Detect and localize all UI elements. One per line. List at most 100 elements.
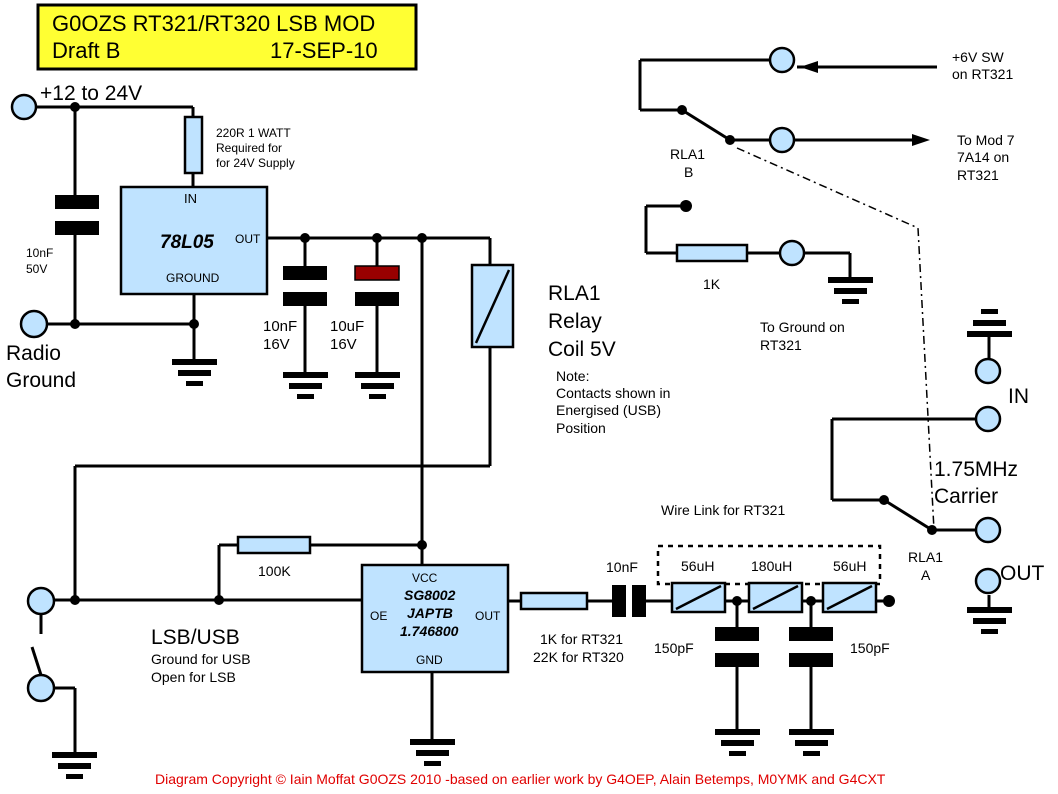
terminal-mod7 <box>768 126 796 154</box>
terminal-out <box>974 516 1002 544</box>
resistor-100k <box>236 535 312 555</box>
mod-label-3: RT321 <box>957 167 999 183</box>
note-line-3: Energised (USB) <box>556 402 661 418</box>
sw-6v-label-1: +6V SW <box>952 49 1005 65</box>
title-box <box>36 3 418 71</box>
osc-line-1: SG8002 <box>404 587 456 603</box>
supply-wiring <box>34 105 196 360</box>
switch-terminal-top <box>26 586 56 616</box>
mod-label-2: 7A14 on <box>957 149 1009 165</box>
inductor-56uh-2 <box>821 581 878 614</box>
ground-symbol <box>52 752 97 779</box>
regulator-out-label: OUT <box>235 232 261 246</box>
gnd-rt-label-2: RT321 <box>760 337 802 353</box>
arrow-left-icon <box>800 61 818 73</box>
capacitor-10uf-16v <box>354 265 400 306</box>
relay-label-3: Coil 5V <box>548 338 616 361</box>
sw-6v-label-2: on RT321 <box>952 66 1013 82</box>
out-label: OUT <box>1000 562 1045 585</box>
carrier-label-1: 1.75MHz <box>934 458 1018 481</box>
resistor-220-label: 220R 1 WATT <box>216 126 291 140</box>
cap-150pf-label-b: 150pF <box>850 640 890 656</box>
oscillator-sg8002 <box>360 563 510 674</box>
rla1b-label-2: B <box>684 164 693 180</box>
lsb-usb-note-1: Ground for USB <box>151 651 251 667</box>
req-label-2: for 24V Supply <box>216 156 295 170</box>
resistor-1k-label: 1K <box>703 276 721 292</box>
rla1b-label-1: RLA1 <box>670 146 705 162</box>
copyright-text: Diagram Copyright © Iain Moffat G0OZS 20… <box>155 771 886 787</box>
ground-symbol <box>410 739 455 766</box>
title-line1: G0OZS RT321/RT320 LSB MOD <box>52 11 375 36</box>
regulator-in-label: IN <box>184 191 197 206</box>
ground-symbol <box>828 277 873 304</box>
inductor-2-label: 180uH <box>751 558 792 574</box>
cap-10nf-50v-label-a: 10nF <box>26 246 53 260</box>
regulator-78l05 <box>119 185 269 296</box>
resistor-1k <box>675 243 749 263</box>
cap-150pf-label-a: 150pF <box>654 640 694 656</box>
in-label: IN <box>1008 385 1029 408</box>
ground-symbol <box>283 372 328 399</box>
gnd-rt-label-1: To Ground on <box>760 319 845 335</box>
capacitor-10nf-16v <box>283 266 327 306</box>
ground-symbol <box>355 372 400 399</box>
osc-line-3: 1.746800 <box>400 623 459 639</box>
resistor-220r <box>183 115 204 175</box>
capacitor-10nf-series <box>612 585 646 617</box>
inductor-180uh <box>747 581 804 614</box>
ground-symbol <box>715 729 760 756</box>
cap-10nf-50v-label-b: 50V <box>26 262 47 276</box>
title-draft: Draft B <box>52 38 120 63</box>
res-select-label-2: 22K for RT320 <box>533 649 624 665</box>
radio-ground-terminal <box>19 309 49 339</box>
osc-line-2: JAPTB <box>407 605 453 621</box>
terminal-top-ground <box>974 357 1002 385</box>
note-line-4: Position <box>556 420 606 436</box>
req-label-1: Required for <box>216 141 282 155</box>
note-line-1: Note: <box>556 368 589 384</box>
relay-linkage <box>736 147 935 531</box>
ground-symbol <box>789 729 834 756</box>
relay-coil <box>470 263 515 349</box>
inductor-56uh-1 <box>670 581 727 614</box>
supply-terminal <box>10 93 38 121</box>
cap-10nf-16v-label-b: 16V <box>263 336 290 353</box>
wire-link-label: Wire Link for RT321 <box>661 502 785 518</box>
osc-gnd-label: GND <box>416 653 443 667</box>
ground-symbol <box>967 607 1012 634</box>
cap-10uf-label-a: 10uF <box>330 318 364 335</box>
mod-label-1: To Mod 7 <box>957 132 1015 148</box>
regulator-name: 78L05 <box>160 232 214 253</box>
ground-symbol <box>172 359 217 386</box>
rla1a-wiring <box>830 417 991 608</box>
osc-out-label: OUT <box>475 609 501 623</box>
terminal-in <box>974 405 1002 433</box>
1k-branch-wiring <box>644 204 852 278</box>
terminal-ground-rt321 <box>778 239 806 267</box>
capacitor-150pf-1 <box>715 627 759 667</box>
relay-label-1: RLA1 <box>548 282 601 305</box>
ground-symbol-inverted <box>967 309 1012 360</box>
note-line-2: Contacts shown in <box>556 385 670 401</box>
res-select-label-1: 1K for RT321 <box>540 631 623 647</box>
lsb-usb-label: LSB/USB <box>151 626 240 649</box>
terminal-out-ground <box>974 567 1002 595</box>
radio-ground-label-1: Radio <box>6 342 61 365</box>
cap-10nf-label: 10nF <box>606 559 638 575</box>
osc-vcc-label: VCC <box>412 571 438 585</box>
switch-terminal-bottom <box>26 673 56 703</box>
lsb-usb-wiring <box>30 466 434 752</box>
resistor-1k-22k <box>519 591 589 611</box>
lsb-usb-note-2: Open for LSB <box>151 669 236 685</box>
cap-10uf-label-b: 16V <box>330 336 357 353</box>
carrier-label-2: Carrier <box>934 485 998 508</box>
osc-oe-label: OE <box>370 609 387 623</box>
rla1b-wiring <box>638 58 937 142</box>
terminal-6v-sw <box>768 46 796 74</box>
supply-label: +12 to 24V <box>40 82 142 105</box>
inductor-1-label: 56uH <box>681 558 714 574</box>
capacitor-10nf-50v <box>55 195 99 235</box>
capacitor-150pf-2 <box>789 627 833 667</box>
